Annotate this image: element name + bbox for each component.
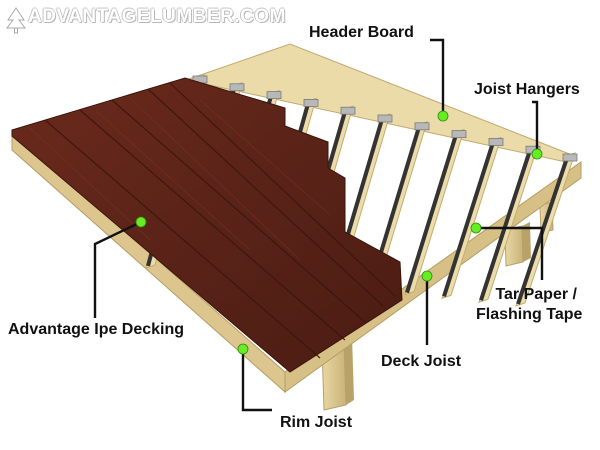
joist-hanger: [562, 153, 578, 162]
deck-joist-marker: [421, 270, 433, 282]
joist-hangers-label: Joist Hangers: [474, 81, 580, 98]
header-board-label: Header Board: [309, 24, 414, 41]
joist-hanger: [377, 114, 393, 123]
joist-hanger: [266, 91, 282, 99]
marker-dots: [135, 110, 543, 355]
joist-hanger: [451, 130, 467, 139]
deck-joist-label: Deck Joist: [381, 353, 462, 370]
ipe-decking: [11, 77, 403, 373]
tar-paper-label-line1: Tar Paper /: [495, 286, 577, 303]
tar-paper-label-line2: Flashing Tape: [476, 306, 583, 323]
rim-joist-marker: [237, 343, 249, 355]
flashing-tape: [442, 138, 496, 298]
brand-name: ADVANTAGELUMBER.COM: [28, 6, 286, 27]
joist-hangers-marker: [531, 148, 543, 160]
tar-paper-marker: [470, 222, 482, 234]
flashing-tape: [479, 146, 533, 301]
joist-hanger: [340, 106, 356, 115]
joist-hanger: [303, 99, 319, 107]
decking-label: Advantage Ipe Decking: [8, 321, 185, 338]
joist-hanger: [229, 83, 245, 92]
flashing-tape: [405, 131, 459, 294]
tree-logo-icon: [6, 7, 26, 34]
header-board-marker: [437, 110, 449, 122]
tar-paper-label: Tar Paper / Flashing Tape: [476, 285, 582, 325]
rim-joist-label: Rim Joist: [280, 414, 353, 431]
decking-marker: [135, 216, 147, 228]
joist-hanger: [414, 122, 430, 131]
callout-lines: [93, 38, 544, 412]
joist-hanger: [488, 137, 504, 146]
